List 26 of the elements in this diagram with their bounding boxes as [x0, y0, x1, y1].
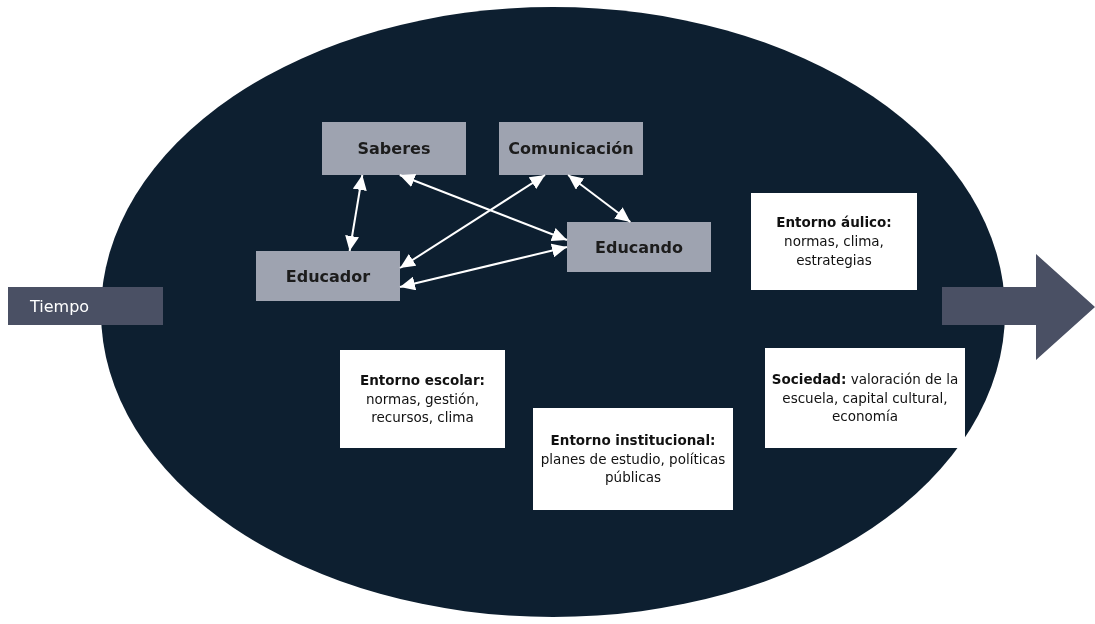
concept-box — [256, 251, 400, 301]
arrow — [567, 174, 632, 223]
time-bar — [8, 287, 163, 325]
node-label: Educando — [595, 237, 683, 257]
node-label: Comunicación — [508, 139, 634, 158]
node-label: Tiempo — [30, 296, 90, 316]
heading-text: Entorno escolar: — [359, 370, 486, 390]
arrow — [398, 173, 568, 242]
node-label: Saberes — [357, 139, 431, 158]
arrow — [345, 174, 367, 252]
context-box — [751, 193, 917, 290]
concept-box — [322, 122, 466, 175]
concept-box — [567, 222, 711, 272]
node-label: Educador — [285, 266, 371, 286]
body-text: normas, clima, estrategias — [783, 232, 885, 270]
concept-box — [499, 122, 643, 175]
body-text: planes de estudio, políticas públicas — [539, 449, 727, 488]
heading-text: Entorno institucional: — [550, 430, 716, 450]
heading-text: Entorno áulico: — [776, 213, 892, 233]
arrow — [399, 174, 547, 269]
arrow — [399, 243, 568, 291]
context-box — [533, 408, 733, 510]
body-text: normas, gestión, recursos, clima — [364, 389, 481, 428]
context-box — [340, 350, 505, 448]
node-label: Sociedad: valoración de la escuela, capital cultural, economía — [771, 369, 959, 427]
context-box — [765, 348, 965, 448]
